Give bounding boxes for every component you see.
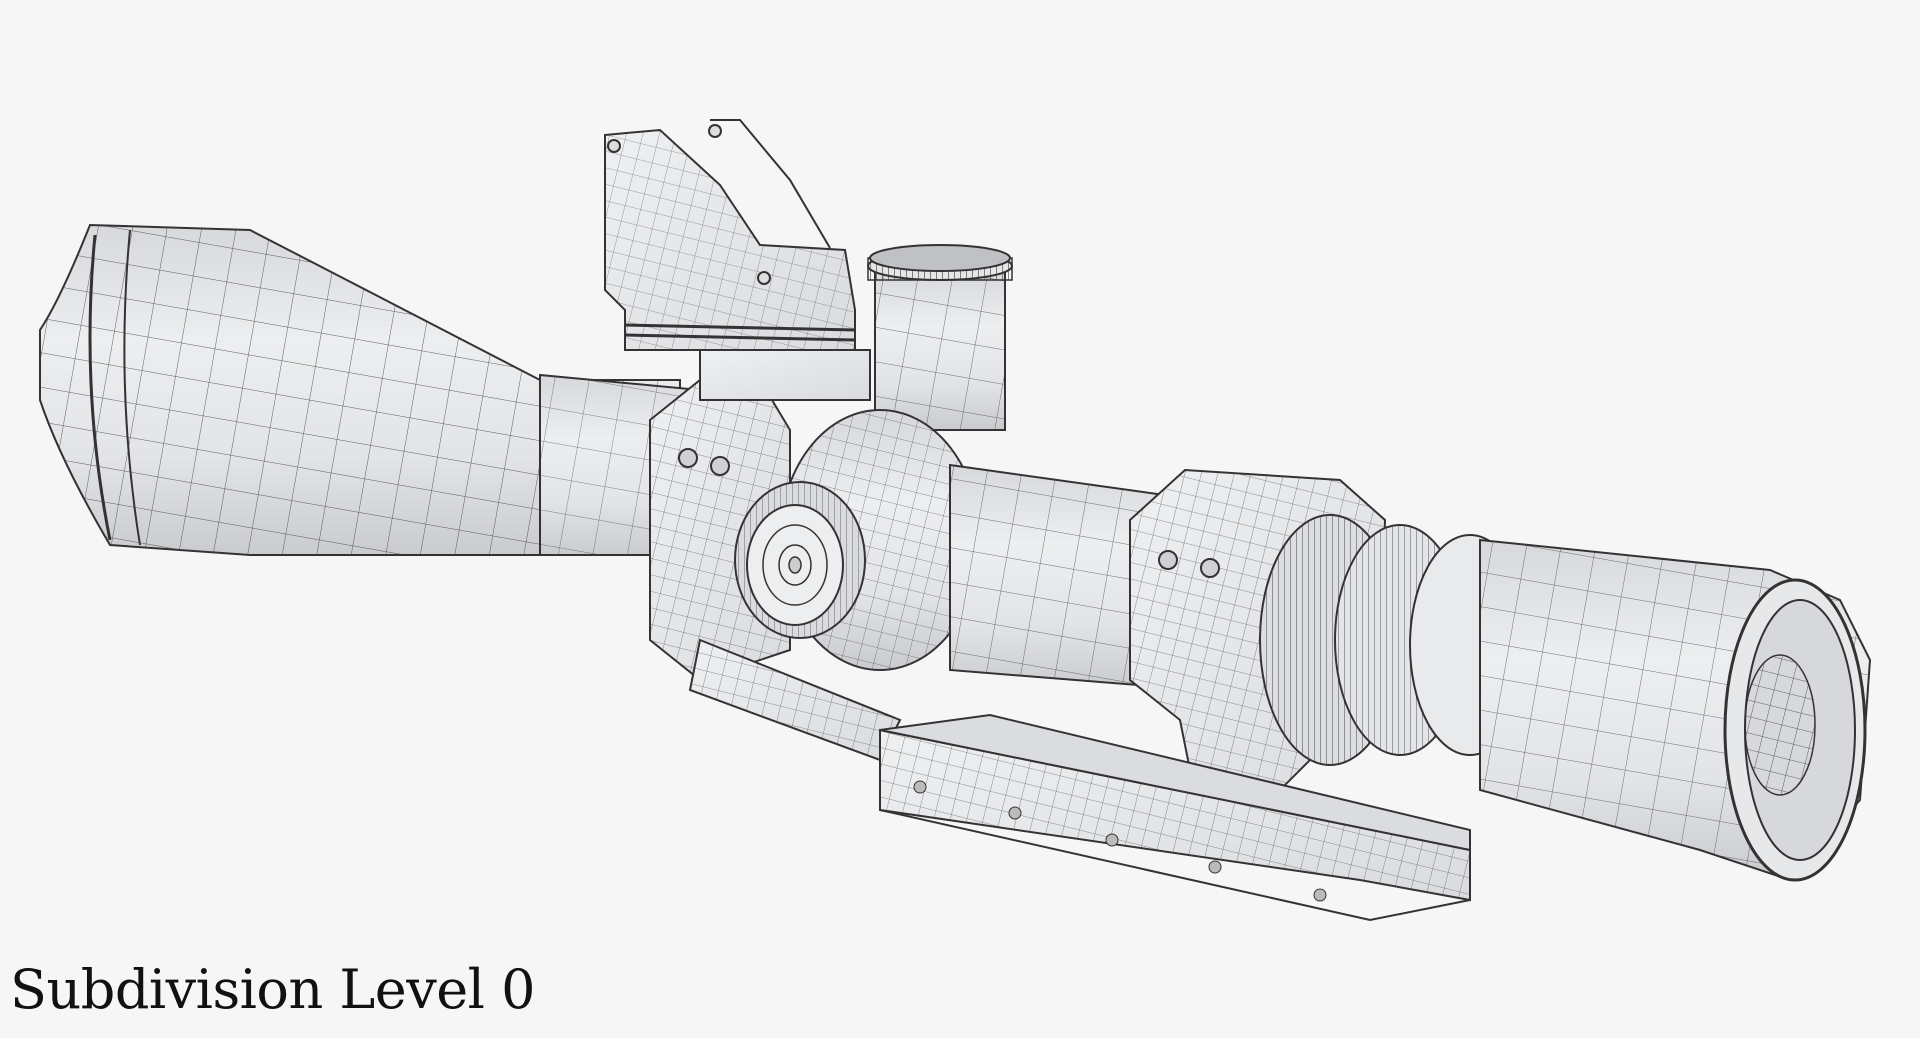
front-ring-mount xyxy=(649,379,902,762)
subdivision-level-caption: Subdivision Level 0 xyxy=(10,958,535,1021)
objective-bell xyxy=(39,223,681,556)
elevation-turret xyxy=(867,244,1013,431)
magnification-ring xyxy=(1259,514,1531,766)
picatinny-base xyxy=(879,713,1471,922)
eyepiece xyxy=(1479,538,1872,882)
red-dot-sight xyxy=(604,119,871,401)
windage-knob xyxy=(734,481,866,639)
